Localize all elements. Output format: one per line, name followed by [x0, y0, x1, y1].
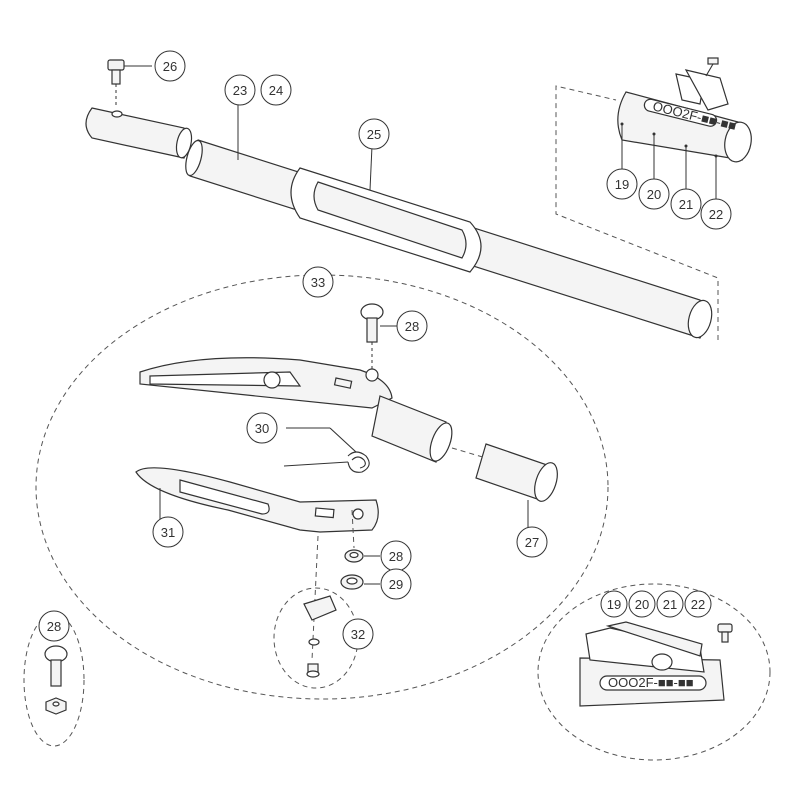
callout-22-top: 22	[700, 198, 732, 230]
callout-29: 29	[380, 568, 412, 600]
svg-text:21: 21	[679, 197, 693, 212]
dashed-connector-top	[555, 85, 719, 340]
bolt-28-left	[44, 645, 68, 715]
callout-30: 30	[246, 412, 278, 444]
svg-text:20: 20	[647, 187, 661, 202]
callout-20-bottom: 20	[628, 590, 656, 618]
screw-26	[107, 59, 152, 108]
callout-32: 32	[342, 618, 374, 650]
callout-20-top: 20	[638, 178, 670, 210]
svg-text:22: 22	[691, 597, 705, 612]
svg-text:33: 33	[311, 275, 325, 290]
small-screw-icon	[705, 57, 719, 77]
short-tube-part	[85, 107, 193, 159]
callout-21-top: 21	[670, 188, 702, 220]
nut-29	[340, 574, 380, 590]
svg-text:26: 26	[163, 59, 177, 74]
washer-28	[344, 549, 380, 563]
pin-28-top	[360, 303, 398, 372]
svg-text:19: 19	[607, 597, 621, 612]
callout-23: 23	[224, 74, 256, 106]
clamp-top-right: OOO2F-■■-■■	[617, 57, 752, 200]
group-28-outline	[23, 613, 85, 747]
lever-body	[139, 357, 393, 409]
callout-28-mid: 28	[380, 540, 412, 572]
svg-text:22: 22	[709, 207, 723, 222]
spring-30	[283, 427, 370, 473]
axis-28	[351, 509, 355, 549]
svg-text:28: 28	[47, 619, 61, 634]
callout-31: 31	[152, 516, 184, 548]
callout-24: 24	[260, 74, 292, 106]
svg-text:19: 19	[615, 177, 629, 192]
svg-text:29: 29	[389, 577, 403, 592]
callout-21-bottom: 21	[656, 590, 684, 618]
callout-22-bottom: 22	[684, 590, 712, 618]
lever-sleeve	[371, 395, 453, 463]
svg-text:21: 21	[663, 597, 677, 612]
svg-text:23: 23	[233, 83, 247, 98]
svg-text:27: 27	[525, 535, 539, 550]
screw-icon-bottom	[717, 623, 733, 643]
callout-25: 25	[358, 118, 390, 150]
svg-text:20: 20	[635, 597, 649, 612]
callout-27: 27	[516, 526, 548, 558]
grip-sleeve-25	[290, 167, 482, 273]
svg-text:25: 25	[367, 127, 381, 142]
svg-text:28: 28	[389, 549, 403, 564]
callout-28-left: 28	[38, 610, 70, 642]
callout-26: 26	[154, 50, 186, 82]
part-32	[303, 595, 337, 678]
svg-text:31: 31	[161, 525, 175, 540]
leader-25	[369, 145, 373, 191]
callout-33: 33	[302, 266, 334, 298]
callout-28-top: 28	[396, 310, 428, 342]
svg-text:24: 24	[269, 83, 283, 98]
svg-text:28: 28	[405, 319, 419, 334]
handle-lever-31	[135, 467, 379, 533]
svg-text:32: 32	[351, 627, 365, 642]
callout-19-bottom: 19	[600, 590, 628, 618]
axis-27	[451, 447, 487, 459]
callout-19-top: 19	[606, 168, 638, 200]
scale-label-bottom: OOO2F-■■-■■	[608, 675, 694, 690]
clamp-bottom-right: OOO2F-■■-■■	[579, 621, 733, 707]
group-19-22-outline	[537, 583, 771, 761]
svg-text:30: 30	[255, 421, 269, 436]
end-cap-27	[475, 443, 558, 530]
